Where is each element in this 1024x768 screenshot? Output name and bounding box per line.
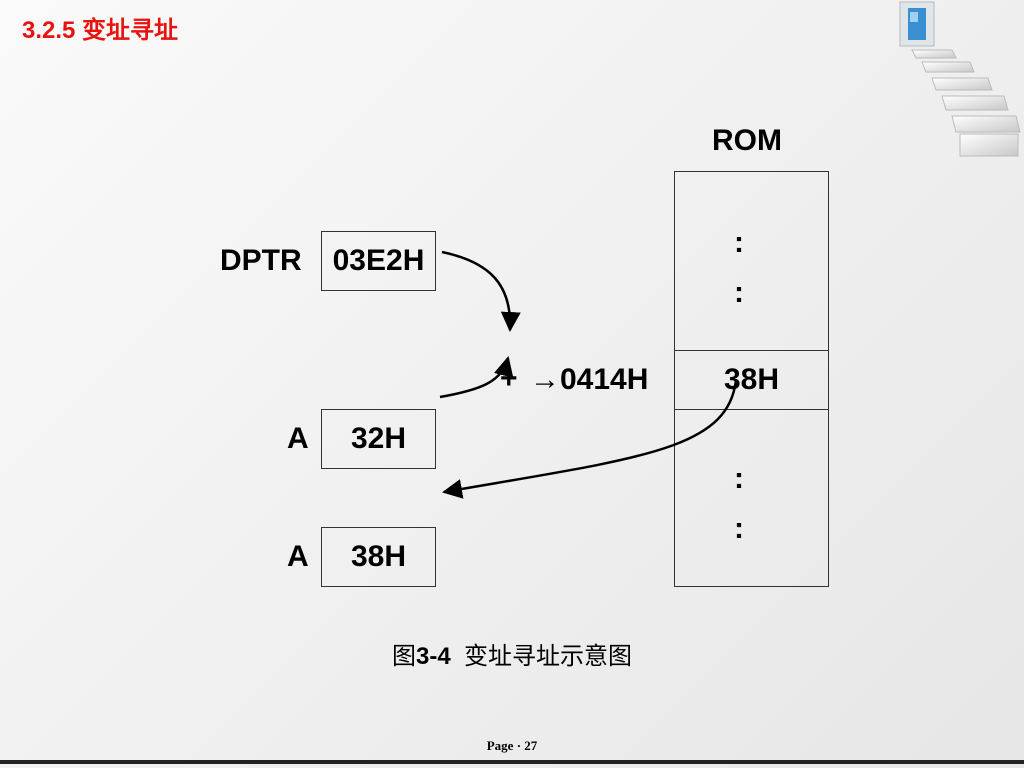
dptr-label: DPTR xyxy=(220,244,302,277)
effective-address: →0414H xyxy=(530,363,649,396)
dptr-to-adder-arrow xyxy=(441,250,521,332)
figure-caption: 图3-4 变址寻址示意图 xyxy=(0,636,1024,671)
page-label: Page xyxy=(486,738,514,753)
accumulator-label-1: A xyxy=(287,422,309,455)
accumulator-to-adder-arrow xyxy=(439,356,514,399)
rom-dots-3: : xyxy=(734,462,744,495)
rom-dots-1: : xyxy=(734,226,744,259)
accumulator-box-1: 32H xyxy=(321,409,436,469)
caption-prefix: 图 xyxy=(391,643,416,670)
accumulator-box-2: 38H xyxy=(321,527,436,587)
dptr-value: 03E2H xyxy=(332,244,425,277)
stairs-decoration-icon xyxy=(899,1,1021,157)
section-title: 3.2.5 变址寻址 xyxy=(22,17,179,44)
rom-dots-2: : xyxy=(734,276,744,309)
dptr-register-box: 03E2H xyxy=(321,231,436,291)
page-number: Page · 27 xyxy=(0,738,1024,754)
caption-number: 3-4 xyxy=(415,643,451,670)
rom-to-accumulator-arrow xyxy=(442,379,738,499)
accumulator-value-2: 38H xyxy=(350,540,407,573)
rom-bottom-cell xyxy=(674,409,829,587)
caption-text: 变址寻址示意图 xyxy=(450,643,633,670)
rom-dots-4: : xyxy=(734,512,744,545)
rom-label: ROM xyxy=(712,124,782,157)
page-separator: · xyxy=(516,738,522,753)
footer-divider xyxy=(0,760,1024,764)
accumulator-label-2: A xyxy=(287,540,309,573)
accumulator-value-1: 32H xyxy=(350,422,407,455)
page-number-value: 27 xyxy=(524,738,538,753)
